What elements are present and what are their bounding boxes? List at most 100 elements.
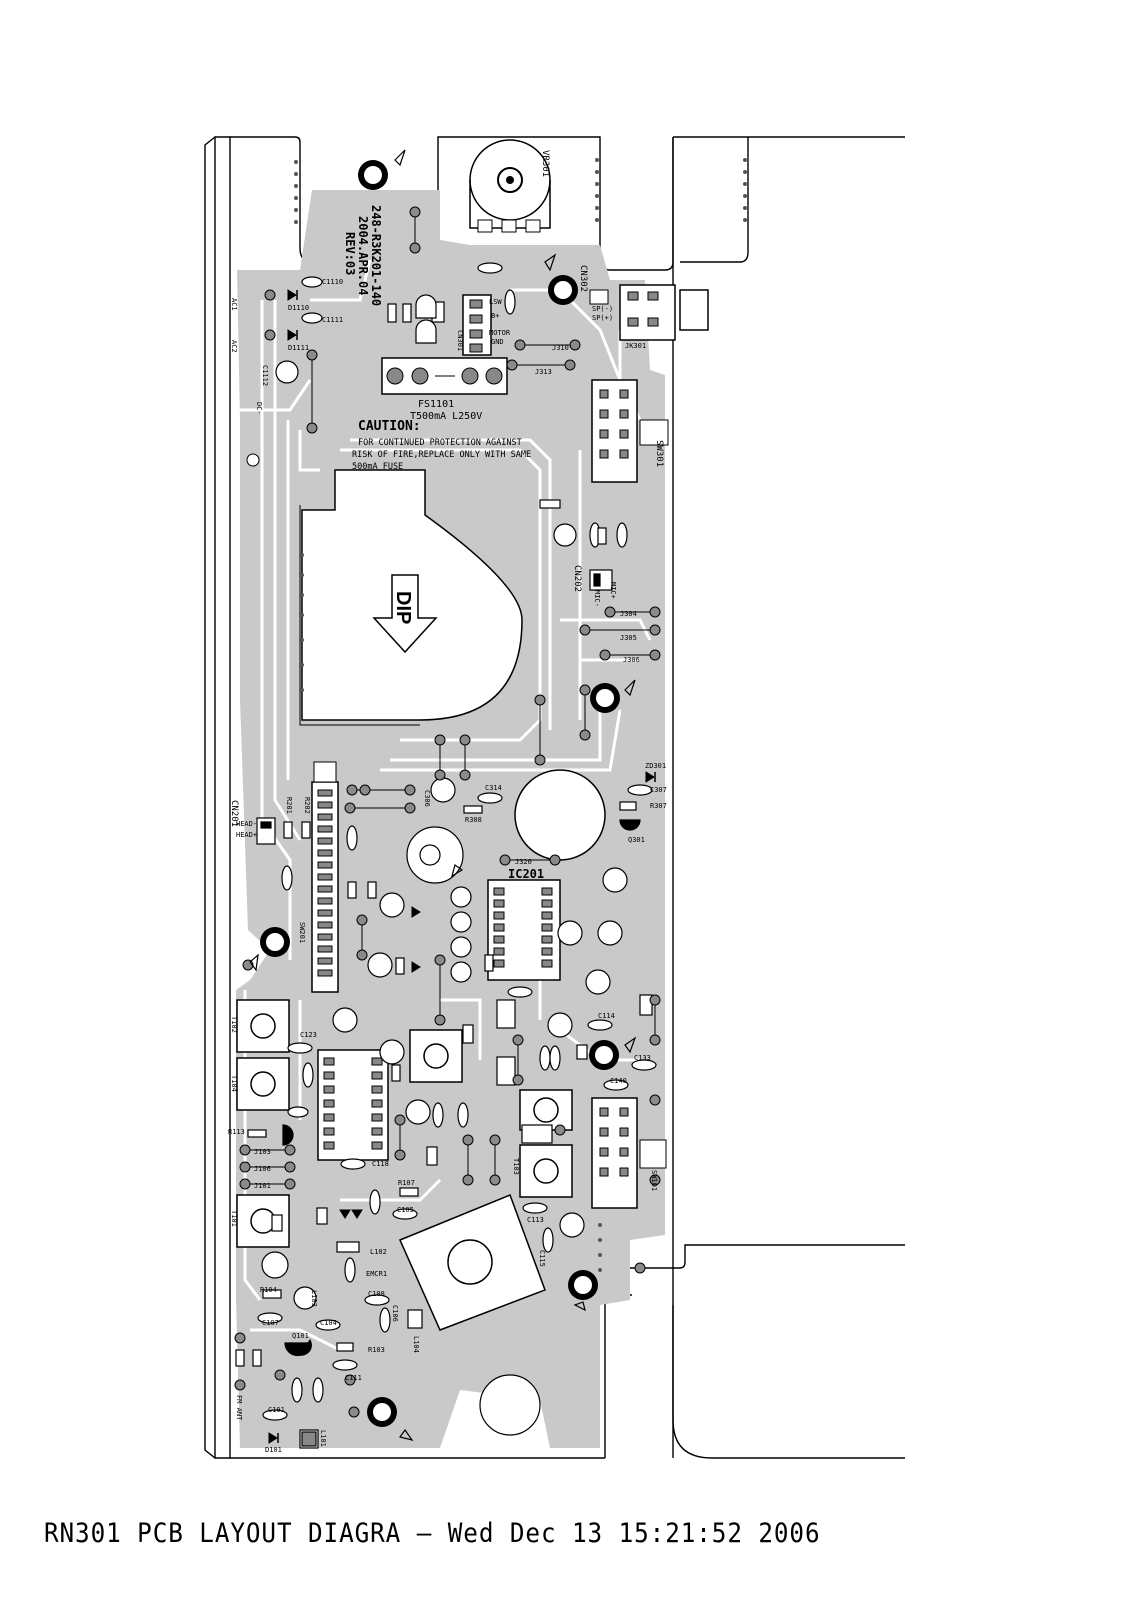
label-gnd: GND	[491, 338, 504, 346]
mount-hole	[358, 160, 388, 190]
label-c115: C115	[538, 1250, 546, 1267]
label-c1110: C1110	[322, 278, 343, 286]
vr301-potentiometer	[469, 139, 551, 233]
label-jk301: JK301	[625, 342, 646, 350]
label-cn201: CN201	[229, 800, 239, 827]
label-cn302: CN302	[578, 265, 588, 292]
jk301-jack	[589, 284, 709, 341]
label-c1112: C1112	[261, 365, 269, 386]
label-l102: L102	[370, 1248, 387, 1256]
fuse-ref: FS1101	[418, 399, 454, 410]
board-id-text: 248-R3K201-140 2004.APR.04 REV:03	[343, 205, 383, 306]
transistors	[282, 294, 437, 1357]
label-sw301: SW301	[654, 440, 664, 467]
label-ac1: AC1	[230, 298, 238, 311]
label-sp-plus: SP(+)	[592, 314, 613, 322]
caution-title: CAUTION:	[358, 419, 421, 434]
label-c307: C307	[650, 786, 667, 794]
mount-hole	[367, 1397, 397, 1427]
board-rev: REV:03	[343, 232, 357, 275]
mount-markers	[249, 149, 637, 1441]
label-d101: D101	[265, 1446, 282, 1454]
electrolytic-capacitors	[275, 360, 641, 1356]
label-c101: C101	[268, 1406, 285, 1414]
footer-caption: RN301 PCB LAYOUT DIAGRA — Wed Dec 13 15:…	[44, 1518, 821, 1549]
mount-hole	[589, 1040, 619, 1070]
tuner-variable-capacitor	[399, 1194, 546, 1331]
label-j101: J101	[254, 1182, 271, 1190]
dip-arrow: DIP	[372, 574, 438, 654]
label-l101: L101	[319, 1430, 327, 1447]
label-j304: J304	[620, 610, 637, 618]
cn301-connector	[462, 294, 492, 356]
label-cn301: CN301	[456, 330, 464, 351]
label-sp-minus: SP(-)	[592, 305, 613, 313]
label-c123: C123	[300, 1031, 317, 1039]
label-j313: J313	[535, 368, 552, 376]
label-c118: C118	[372, 1160, 389, 1168]
label-j310: J310	[552, 344, 569, 352]
axial-components	[257, 262, 657, 1421]
mount-hole	[260, 927, 290, 957]
label-t103: T103	[512, 1158, 520, 1175]
label-l104: L104	[412, 1336, 420, 1353]
label-bplus: B+	[491, 312, 499, 320]
small-connectors	[256, 569, 613, 1449]
label-sw101: SW101	[650, 1170, 658, 1191]
label-sw201: SW201	[298, 922, 306, 943]
label-t101: T101	[230, 1210, 238, 1227]
label-t102: T102	[230, 1016, 238, 1033]
sw301-switch	[591, 379, 669, 483]
label-motor: MOTOR	[489, 329, 511, 337]
label-vr301: VR301	[540, 150, 550, 177]
label-c314: C314	[485, 784, 502, 792]
mount-hole	[590, 683, 620, 713]
caution-block: FS1101 T500mA L250V CAUTION: FOR CONTINU…	[352, 399, 531, 472]
label-fm-ant: FM ANT	[235, 1395, 243, 1421]
fuse-rating: T500mA L250V	[410, 411, 482, 422]
label-j306: J306	[623, 656, 640, 664]
fuse-holder	[381, 357, 508, 395]
label-r103: R103	[368, 1346, 385, 1354]
label-c113: C113	[527, 1216, 544, 1224]
label-dc-minus: DC-	[255, 402, 263, 415]
mounting-holes	[246, 160, 620, 1436]
label-c108: C108	[368, 1290, 385, 1298]
ic201-label: IC201	[508, 867, 544, 881]
label-c106: C106	[391, 1305, 399, 1322]
label-c133: C133	[634, 1054, 651, 1062]
label-r307: R307	[650, 802, 667, 810]
label-d1111: D1111	[288, 344, 309, 352]
label-c104: C104	[320, 1319, 337, 1327]
label-j305: J305	[620, 634, 637, 642]
board-outline	[204, 136, 905, 1459]
label-mic-minus: MIC-	[593, 590, 601, 607]
sw101-switch	[591, 1097, 667, 1209]
label-mic-plus: MIC+	[609, 582, 617, 599]
label-zd301: ZD301	[645, 762, 666, 770]
edge-contacts	[294, 158, 747, 1272]
label-d1110: D1110	[288, 304, 309, 312]
ic201	[487, 879, 561, 981]
dip-label: DIP	[392, 591, 414, 624]
resistors	[235, 301, 653, 1367]
label-j103: J103	[254, 1148, 271, 1156]
sw201-switch	[311, 761, 339, 993]
caution-line-2: RISK OF FIRE,REPLACE ONLY WITH SAME	[352, 450, 531, 460]
label-r104: R104	[260, 1286, 277, 1294]
label-l103: L103	[310, 1290, 318, 1307]
label-r107: R107	[398, 1179, 415, 1187]
designators: VR301 CN302 SP(-) SP(+) JK301 CN301 MOTO…	[228, 150, 667, 1454]
label-q301: Q301	[628, 836, 645, 844]
label-c105: C105	[397, 1206, 414, 1214]
label-r308: R308	[465, 816, 482, 824]
label-t104: T104	[230, 1075, 238, 1092]
caution-line-3: 500mA FUSE	[352, 462, 403, 472]
label-head-plus: HEAD+	[236, 831, 257, 839]
label-c107: C107	[262, 1319, 279, 1327]
label-c114: C114	[598, 1012, 615, 1020]
part-number: 248-R3K201-140	[369, 205, 383, 306]
label-emcr1: EMCR1	[366, 1270, 387, 1278]
diodes	[268, 289, 656, 1444]
